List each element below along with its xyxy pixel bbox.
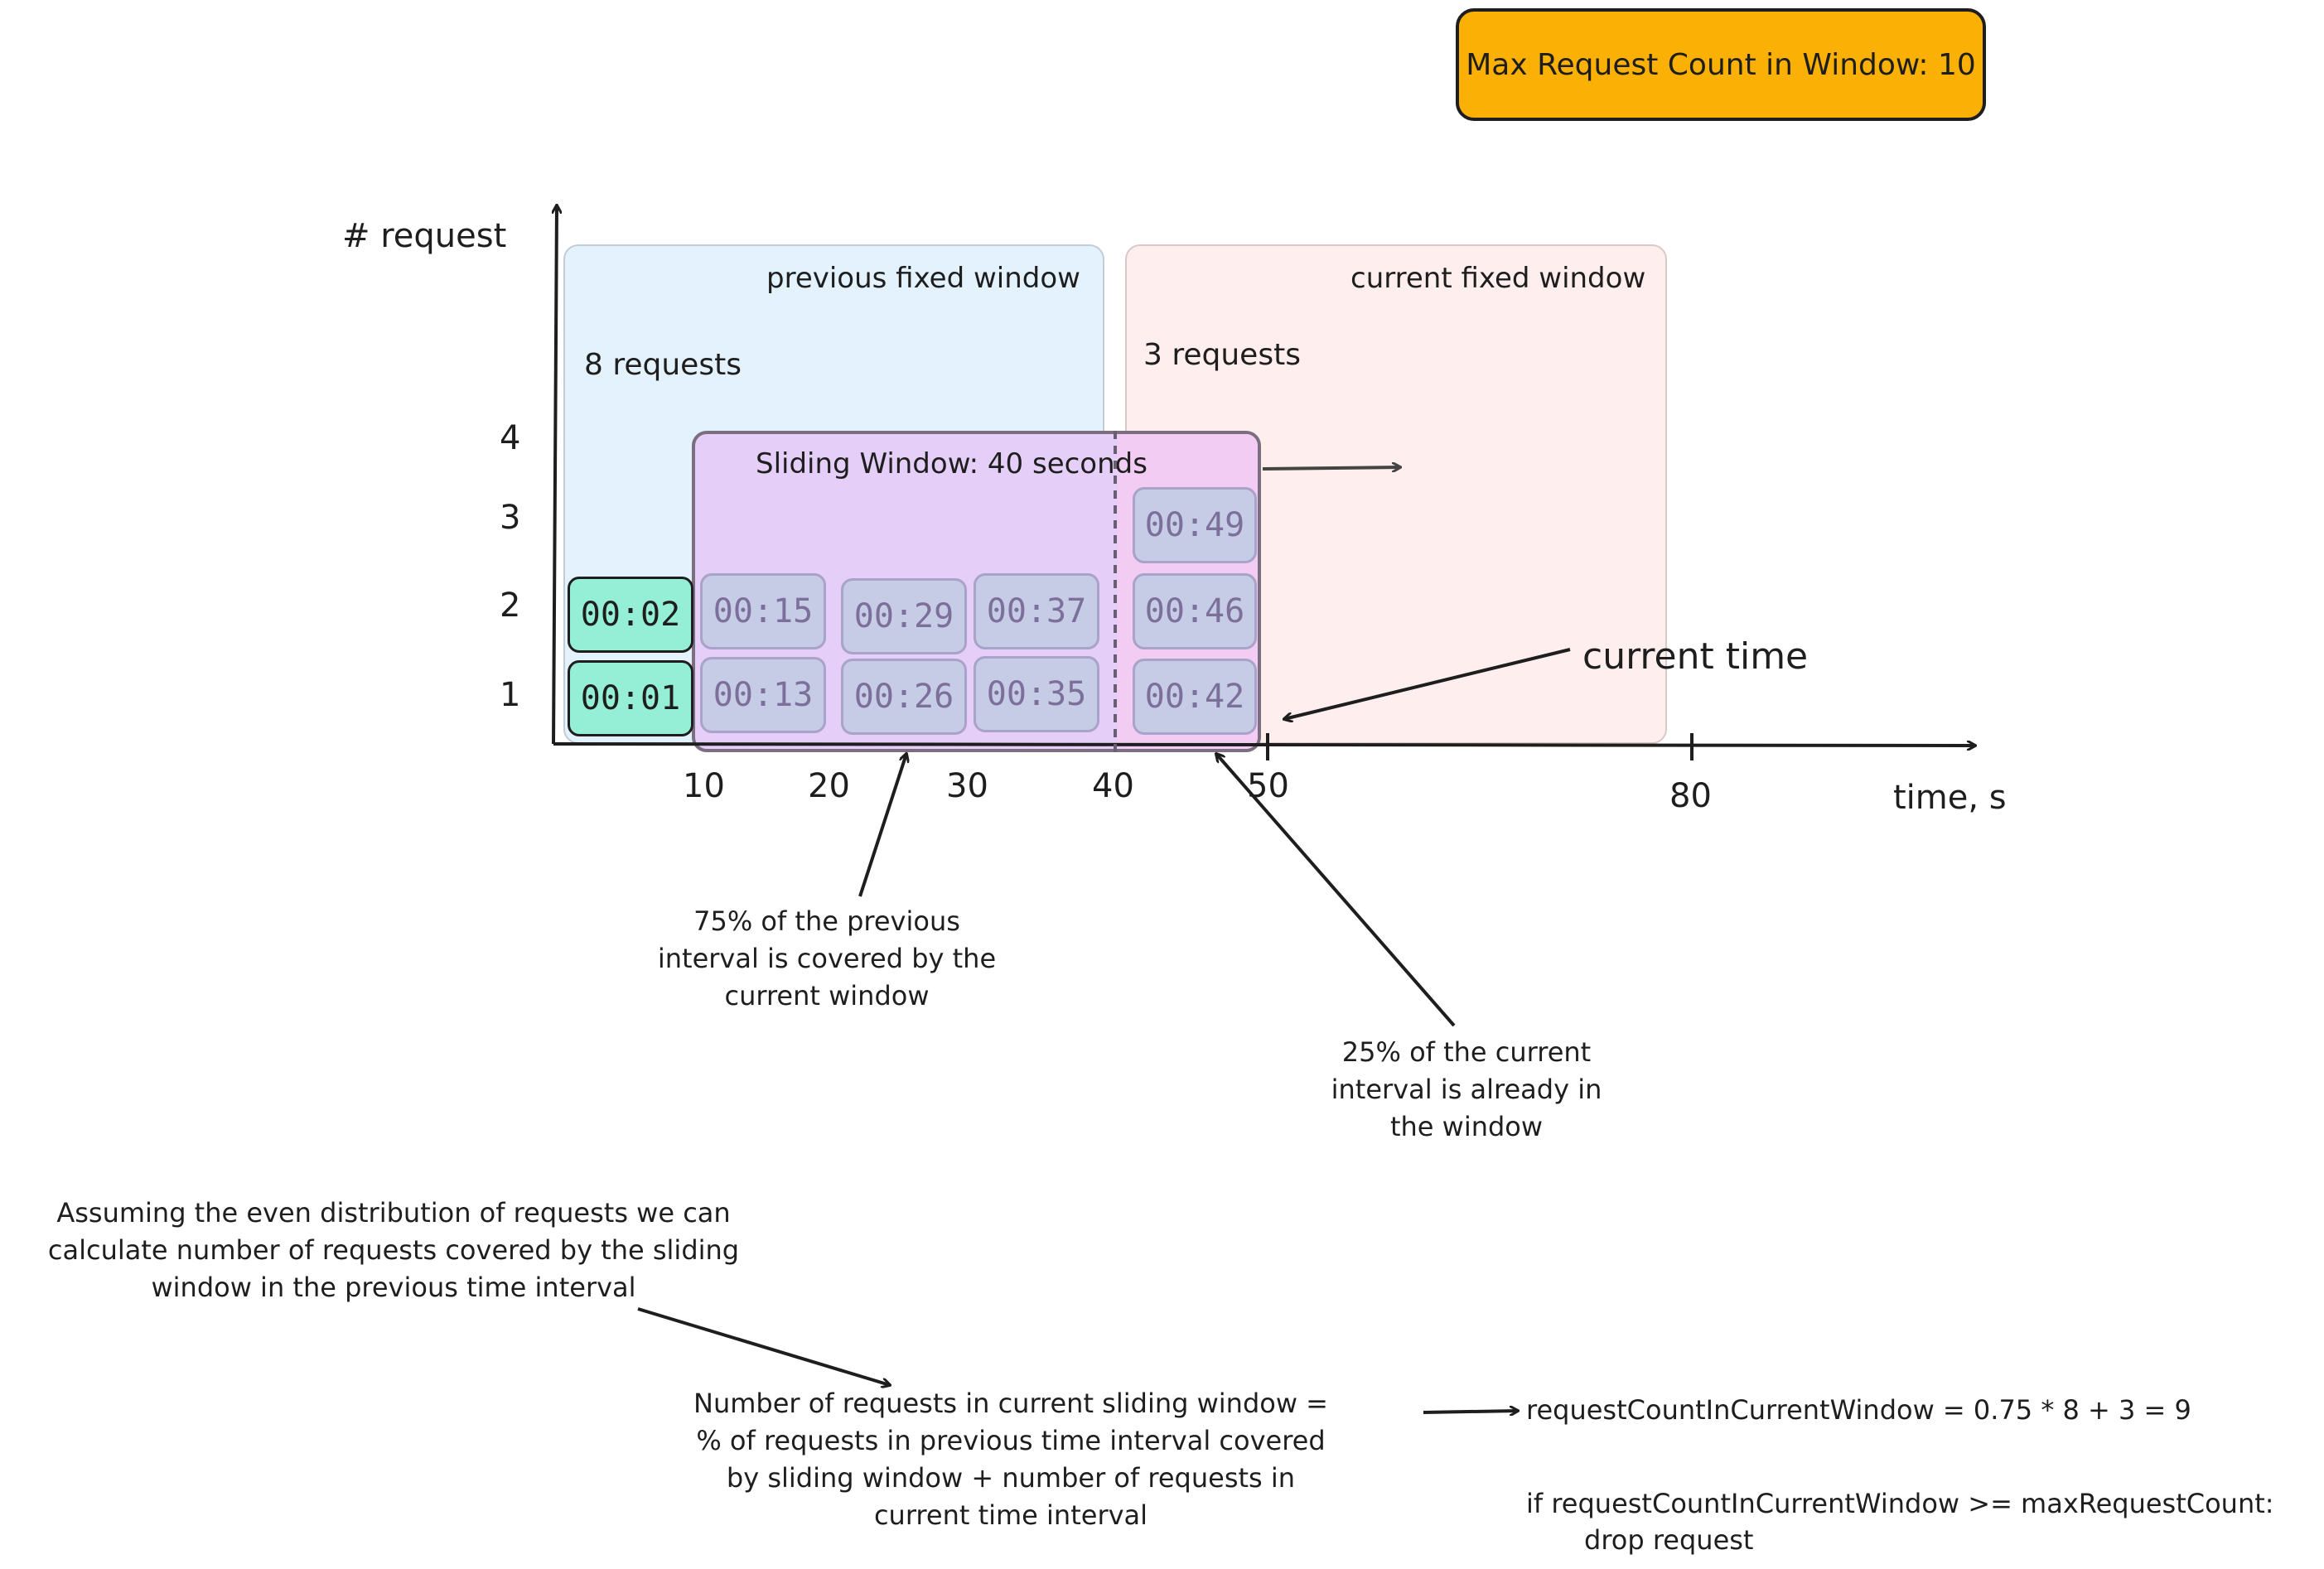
formula-code: requestCountInCurrentWindow = 0.75 * 8 +…: [1526, 1394, 2191, 1426]
curr-coverage-arrow: [1216, 754, 1456, 1027]
prev-coverage-arrow: [858, 754, 906, 897]
x-tick-label: 80: [1669, 777, 1712, 815]
x-axis-label: time, s: [1893, 779, 2007, 817]
x-tick-label: 40: [1092, 767, 1134, 805]
sliding-window-title: Sliding Window: 40 seconds: [756, 447, 1148, 480]
max-request-badge: Max Request Count in Window: 10: [1456, 8, 1986, 121]
current-window-title: current fixed window: [1350, 262, 1646, 295]
condition-line-2: drop request: [1584, 1524, 1754, 1556]
y-axis: [553, 205, 557, 745]
previous-window-title: previous fixed window: [766, 262, 1080, 295]
x-tick-label: 20: [808, 767, 850, 805]
current-time-label: current time: [1582, 635, 1809, 678]
x-tick-label: 10: [683, 767, 725, 805]
request-pill: 00:01: [568, 660, 693, 736]
current-window-count: 3 requests: [1143, 338, 1301, 372]
x-axis: [553, 744, 1975, 746]
y-tick-label: 4: [500, 419, 521, 457]
request-pill: 00:15: [700, 573, 826, 649]
prev-coverage-note: 75% of the previous interval is covered …: [657, 905, 997, 1011]
x-tick-label: 50: [1247, 767, 1289, 805]
previous-window-count: 8 requests: [584, 348, 742, 382]
assumption-arrow: [637, 1307, 890, 1385]
y-tick-label: 1: [500, 676, 521, 714]
y-tick-label: 3: [500, 499, 521, 537]
request-pill: 00:13: [700, 657, 826, 733]
y-axis-label: # request: [342, 217, 507, 255]
assumption-note: Assuming the even distribution of reques…: [47, 1197, 740, 1303]
curr-coverage-note: 25% of the current interval is already i…: [1331, 1036, 1602, 1142]
current-time-arrow: [1284, 648, 1571, 719]
max-request-label: Max Request Count in Window: 10: [1466, 47, 1976, 82]
request-pill: 00:26: [841, 659, 967, 735]
formula-note: Number of requests in current sliding wi…: [693, 1388, 1328, 1531]
request-pill: 00:35: [974, 656, 1099, 732]
request-pill: 00:37: [974, 573, 1099, 649]
request-pill: 00:46: [1133, 573, 1257, 649]
request-pill: 00:49: [1133, 487, 1257, 563]
x-tick-label: 30: [946, 767, 988, 805]
request-pill: 00:42: [1133, 659, 1257, 735]
y-tick-label: 2: [500, 587, 521, 625]
formula-arrow: [1423, 1411, 1518, 1412]
request-pill: 00:02: [568, 577, 693, 653]
sliding-direction-arrow: [1262, 467, 1400, 469]
request-pill: 00:29: [841, 578, 967, 654]
condition-line-1: if requestCountInCurrentWindow >= maxReq…: [1526, 1488, 2274, 1519]
